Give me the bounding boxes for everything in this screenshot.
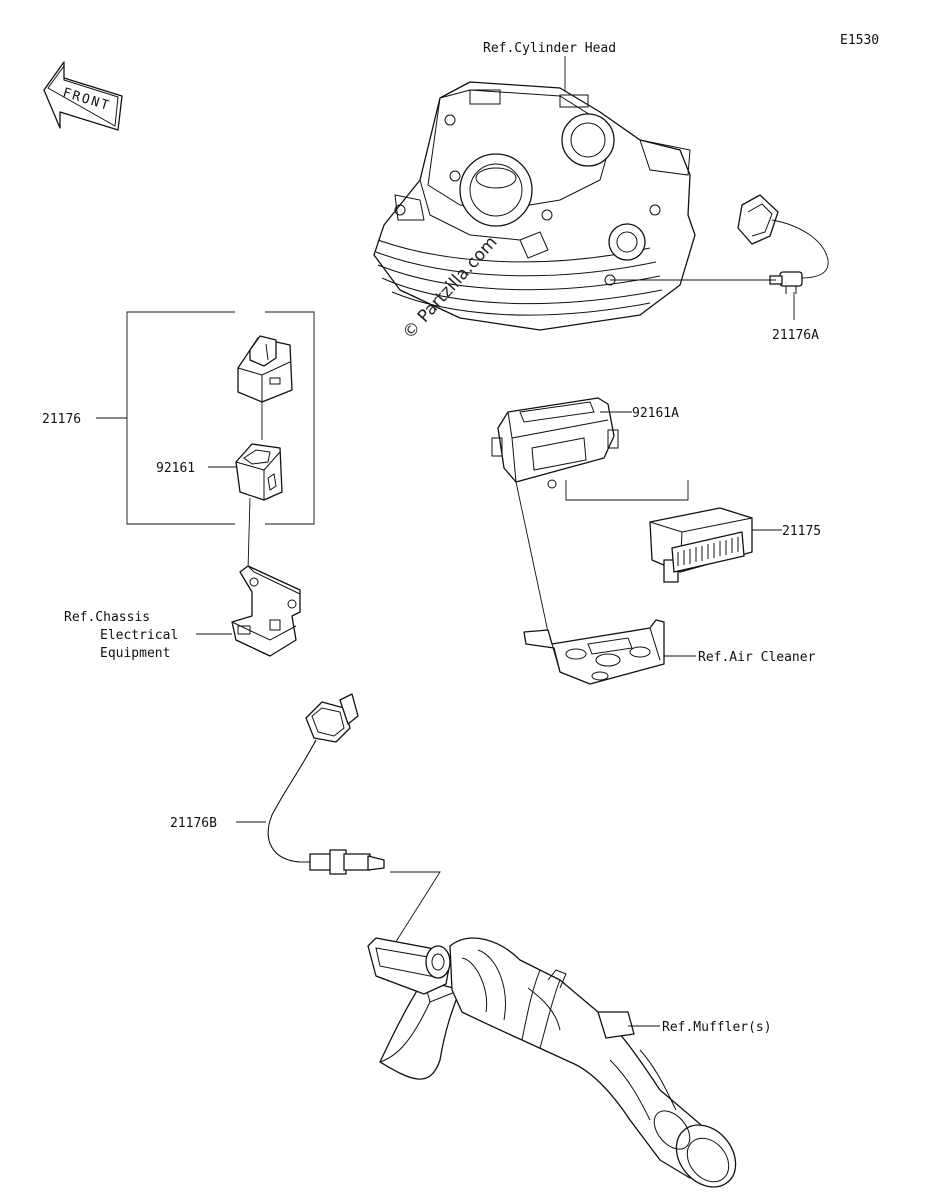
- exhaust-pipe-illustration: [367, 937, 737, 1188]
- cover-mount-line: [247, 497, 251, 571]
- ref-cylinder-head-label: Ref.Cylinder Head: [483, 41, 616, 56]
- ecu-21175: [649, 507, 753, 583]
- air-cleaner-bracket: [523, 619, 665, 685]
- ref-muffler-label: Ref.Muffler(s): [662, 1020, 772, 1035]
- cover-to-bracket-line: [515, 481, 549, 633]
- part-92161-label: 92161: [156, 461, 195, 476]
- front-arrow-icon: FRONT: [43, 61, 123, 131]
- ref-chassis-label-line3: Equipment: [100, 646, 170, 661]
- part-21175-label: 21175: [782, 524, 821, 539]
- part-21176-label: 21176: [42, 412, 81, 427]
- ref-chassis-label-line1: Ref.Chassis: [64, 610, 150, 625]
- part-92161a-label: 92161A: [632, 406, 679, 421]
- group-bracket-right: [265, 311, 315, 525]
- ref-chassis-label-line2: Electrical: [100, 628, 178, 643]
- part-21176b-label: 21176B: [170, 816, 217, 831]
- rubber-cover-92161: [235, 443, 283, 501]
- sensor-21176: [237, 335, 293, 403]
- group-bracket-left: [126, 311, 235, 525]
- ecu-cover-92161a: [491, 397, 619, 489]
- oxygen-sensor-21176b: [267, 693, 385, 875]
- o2-sensor-install-line: [390, 871, 441, 949]
- diagram-code: E1530: [840, 33, 879, 48]
- temperature-sensor-21176a: [737, 194, 829, 294]
- part-21176a-label: 21176A: [772, 328, 819, 343]
- ecu-assembly-line: [565, 480, 689, 501]
- chassis-bracket: [231, 565, 301, 657]
- cylinder-head-illustration: [373, 81, 696, 331]
- ref-air-cleaner-label: Ref.Air Cleaner: [698, 650, 816, 665]
